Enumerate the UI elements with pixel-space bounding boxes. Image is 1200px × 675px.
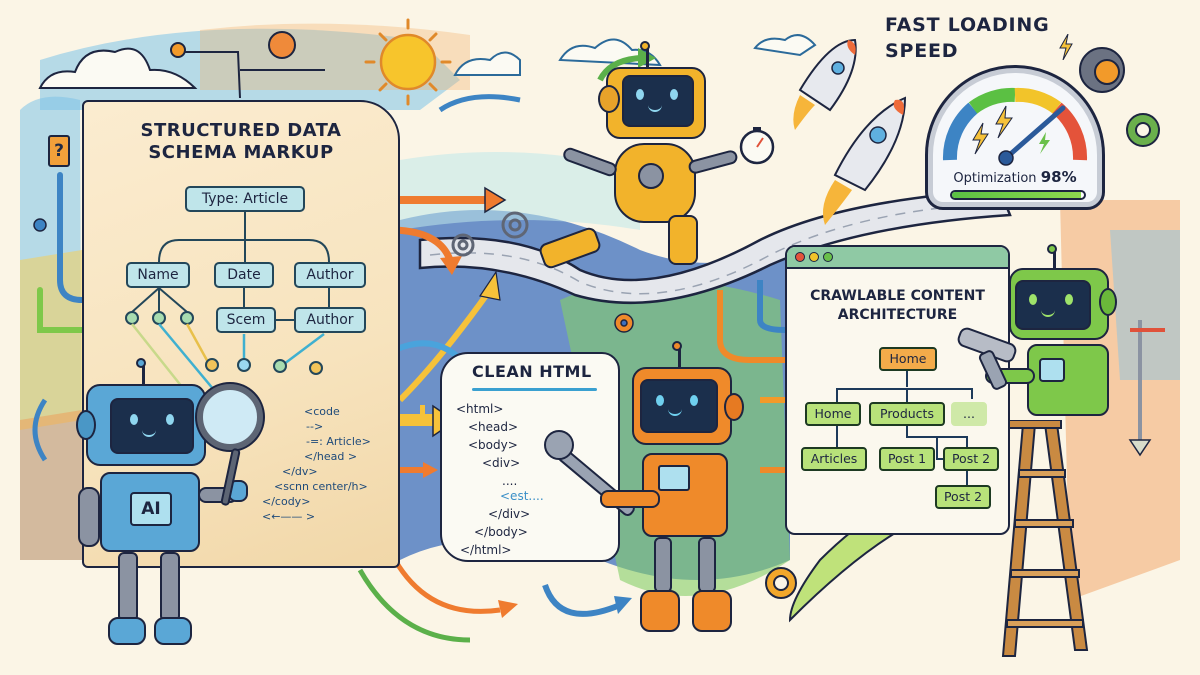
gear-icon — [765, 567, 797, 599]
ai-inspector-robot: AI — [76, 358, 268, 662]
schema-node-author-2: Author — [294, 307, 366, 333]
crawl-node-articles: Articles — [801, 447, 867, 471]
crawl-panel-title: CRAWLABLE CONTENT ARCHITECTURE — [810, 288, 985, 323]
crawlable-architecture-window: CRAWLABLE CONTENT ARCHITECTURE Home Home… — [785, 245, 1010, 535]
schema-node-scem: Scem — [216, 307, 276, 333]
progress-fill — [952, 192, 1082, 198]
schema-node-name: Name — [126, 262, 190, 288]
crawl-node-post-2-child: Post 2 — [935, 485, 991, 509]
schema-node-root: Type: Article — [185, 186, 305, 212]
optimization-progress-bar — [950, 190, 1086, 200]
ladder-icon — [1001, 420, 1089, 657]
ai-badge: AI — [130, 492, 172, 526]
wrench-head — [544, 430, 574, 460]
crawler-robot — [985, 244, 1125, 428]
crawl-node-post-1: Post 1 — [879, 447, 935, 471]
gauge-dial — [942, 87, 1088, 166]
magnifying-glass-icon — [197, 384, 263, 450]
lightning-icon — [1059, 34, 1073, 60]
window-titlebar — [787, 247, 1008, 269]
title-underline — [472, 388, 597, 391]
crawl-tree-connectors — [836, 371, 973, 485]
schema-panel-title: STRUCTURED DATA SCHEMA MARKUP — [140, 120, 342, 163]
clean-html-title: CLEAN HTML — [472, 362, 592, 381]
crawl-node-products: Products — [869, 402, 945, 426]
crawl-node-home-root: Home — [879, 347, 937, 371]
help-box: ? — [48, 135, 70, 167]
speed-panel-title: FAST LOADING SPEED — [885, 14, 1050, 62]
stopwatch-icon — [739, 127, 775, 165]
schema-node-date: Date — [214, 262, 274, 288]
maximize-dot-icon — [823, 252, 833, 262]
crawl-node-more: ... — [951, 402, 987, 426]
close-dot-icon — [795, 252, 805, 262]
question-mark-icon: ? — [54, 141, 64, 161]
crawl-node-post-2: Post 2 — [943, 447, 999, 471]
runner-robot — [537, 41, 739, 271]
sun-icon — [364, 18, 452, 106]
rocket-icon — [822, 96, 907, 225]
speed-gauge: Optimization 98% — [925, 65, 1105, 210]
optimization-value: 98% — [1040, 168, 1077, 186]
gear-icon — [1079, 47, 1125, 93]
clean-html-panel: CLEAN HTML <html> <head> <body> <div> ..… — [440, 352, 620, 562]
mechanic-robot — [600, 341, 760, 645]
minimize-dot-icon — [809, 252, 819, 262]
optimization-label: Optimization 98% — [953, 168, 1077, 186]
gear-icon — [451, 211, 529, 257]
rocket-icon — [793, 38, 857, 130]
schema-node-author: Author — [294, 262, 366, 288]
crawl-node-home: Home — [805, 402, 861, 426]
gear-icon — [614, 313, 634, 333]
gear-icon — [1126, 113, 1160, 147]
